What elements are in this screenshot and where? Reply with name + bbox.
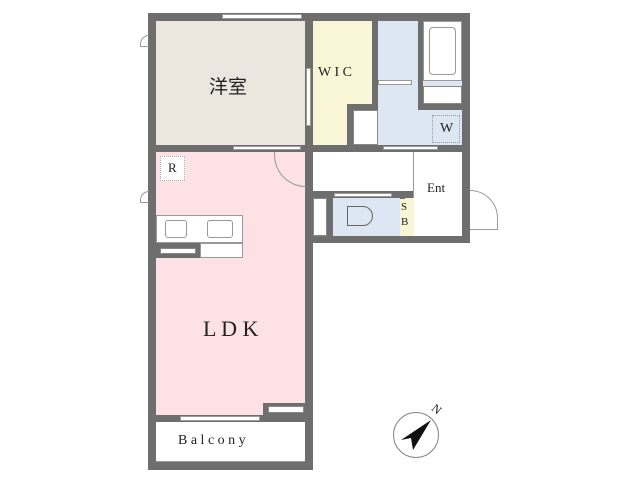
washer-label: W [440, 121, 454, 136]
kitchen-counter [156, 215, 243, 243]
wall [400, 191, 405, 199]
storage-x [268, 406, 304, 413]
ldk-label: L D K [203, 316, 259, 341]
wall [305, 13, 313, 470]
wall [347, 104, 353, 145]
bathtub [423, 21, 462, 81]
wic-label: W I C [318, 65, 352, 80]
bath-wall [378, 80, 412, 85]
compass [393, 412, 439, 458]
western-room [156, 21, 305, 145]
window [180, 416, 260, 421]
shoebox-label: S B [401, 201, 409, 228]
sink [353, 110, 378, 145]
entrance [413, 152, 462, 236]
balcony-door-side [140, 35, 149, 47]
wall [462, 13, 470, 243]
balcony [156, 422, 305, 462]
stove-icon [165, 220, 187, 238]
balcony-label: B a l c o n y [178, 433, 246, 448]
window [233, 146, 301, 150]
wall [347, 104, 378, 110]
wic-door [306, 68, 311, 126]
shoebox: S B [400, 198, 414, 236]
counter-ext [200, 243, 243, 258]
hallway [312, 152, 413, 191]
fridge-x [160, 248, 196, 254]
closet-x [313, 198, 327, 236]
side-door [140, 191, 149, 203]
entrance-label: Ent [427, 180, 446, 195]
refrigerator: R [160, 156, 185, 181]
toilet-icon [347, 206, 373, 226]
door [334, 193, 392, 197]
wall [418, 21, 423, 109]
refrigerator-label: R [168, 160, 177, 175]
entrance-door[interactable] [470, 190, 498, 230]
western-room-label: 洋室 [209, 76, 248, 98]
washer-box: W [432, 115, 460, 143]
wall [148, 462, 313, 470]
door [383, 146, 438, 150]
wall [156, 145, 462, 152]
toilet-room [333, 198, 400, 236]
wall [305, 236, 470, 243]
wall [418, 104, 462, 110]
north-arrow-icon [401, 420, 431, 450]
storage-x [423, 86, 462, 104]
ldk-room [156, 152, 305, 415]
wall [372, 21, 378, 106]
wall [327, 191, 333, 238]
kitchen-sink [207, 220, 233, 238]
wall [148, 13, 156, 470]
window [222, 14, 302, 19]
